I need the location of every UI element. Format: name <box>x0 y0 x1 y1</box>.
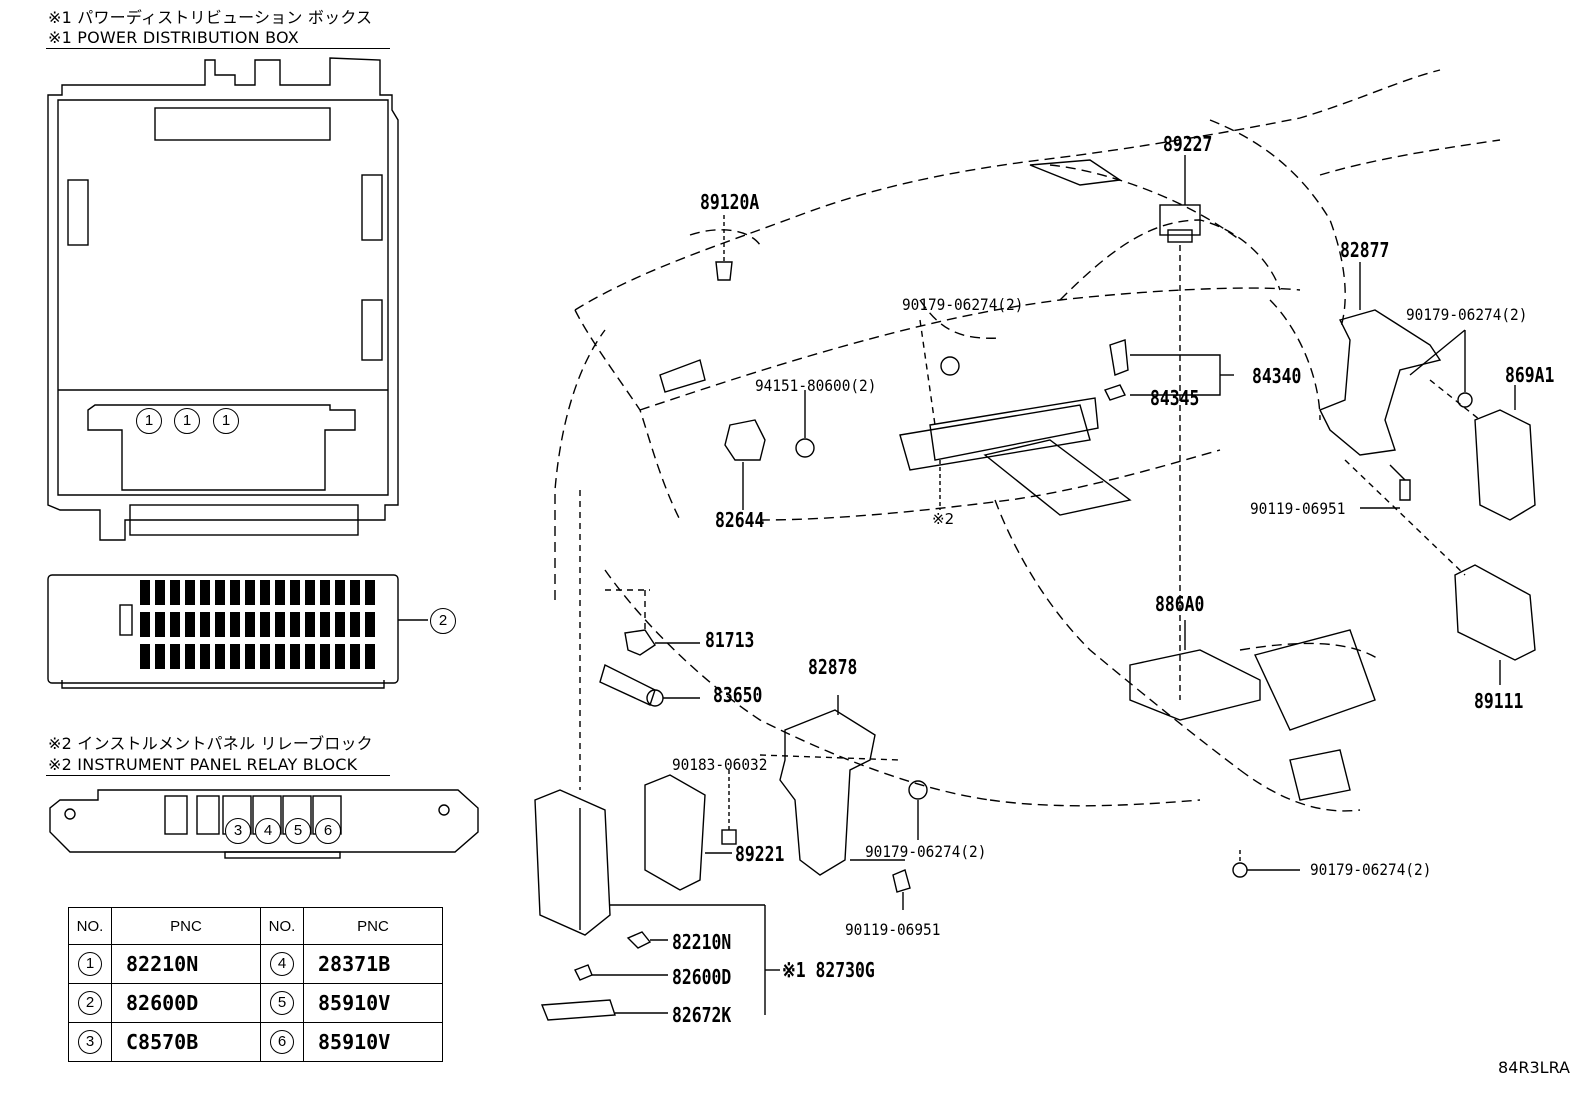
part-82600d[interactable]: 82600D <box>672 965 732 989</box>
part-82210n[interactable]: 82210N <box>672 930 732 954</box>
part-94151[interactable]: 94151-80600(2) <box>755 376 877 395</box>
table-row: 3 C8570B 6 85910V <box>68 1022 443 1062</box>
relay-marker-4: 4 <box>255 818 281 844</box>
part-90179-d[interactable]: 90179-06274(2) <box>1310 860 1432 879</box>
pnc-cell[interactable]: 82210N <box>111 944 261 984</box>
dashboard-outline <box>554 69 1501 812</box>
part-886a0[interactable]: 886A0 <box>1155 592 1205 616</box>
part-84340[interactable]: 84340 <box>1252 364 1302 388</box>
row-number-circle: 5 <box>270 991 294 1015</box>
power-distribution-box-side-drawing <box>47 574 428 689</box>
table-row: 1 82210N 4 28371B <box>68 944 443 984</box>
part-82730g[interactable]: ※1 82730G <box>782 958 875 982</box>
fuse-marker-1a: 1 <box>136 408 162 434</box>
fuse-marker-1c: 1 <box>213 408 239 434</box>
guide-lines <box>579 319 1481 790</box>
interior-features <box>659 159 1376 801</box>
part-82672k[interactable]: 82672K <box>672 1003 732 1027</box>
part-83650[interactable]: 83650 <box>713 683 763 707</box>
iprb-title-underline <box>46 775 390 776</box>
part-82878[interactable]: 82878 <box>808 655 858 679</box>
part-90119-a[interactable]: 90119-06951 <box>1250 499 1346 518</box>
part-90183[interactable]: 90183-06032 <box>672 755 768 774</box>
part-869a1[interactable]: 869A1 <box>1505 363 1555 387</box>
col-header-pnc-1: PNC <box>111 907 261 945</box>
iprb-title-jp: ※2 インストルメントパネル リレーブロック <box>48 734 373 753</box>
col-header-pnc-2: PNC <box>303 907 443 945</box>
fuse-grid <box>140 580 375 669</box>
pnc-cell[interactable]: 28371B <box>303 944 443 984</box>
fuse-marker-1b: 1 <box>174 408 200 434</box>
part-89111[interactable]: 89111 <box>1474 689 1524 713</box>
pnc-cell[interactable]: 85910V <box>303 983 443 1023</box>
part-89120a[interactable]: 89120A <box>700 190 760 214</box>
pnc-cell[interactable]: C8570B <box>111 1022 261 1062</box>
row-number-circle: 2 <box>78 991 102 1015</box>
row-number-circle: 4 <box>270 952 294 976</box>
table-row: 2 82600D 5 85910V <box>68 983 443 1023</box>
relay-marker-3: 3 <box>225 818 251 844</box>
part-82877[interactable]: 82877 <box>1340 238 1390 262</box>
part-90179-b[interactable]: 90179-06274(2) <box>1406 305 1528 324</box>
pnc-cell[interactable]: 82600D <box>111 983 261 1023</box>
pdb-title-jp: ※1 パワーディストリビューション ボックス <box>48 8 373 27</box>
col-header-no-2: NO. <box>260 907 304 945</box>
part-90179-c[interactable]: 90179-06274(2) <box>865 842 987 861</box>
pnc-cell[interactable]: 85910V <box>303 1022 443 1062</box>
pdb-title-underline <box>46 48 390 49</box>
relay-marker-6: 6 <box>315 818 341 844</box>
part-81713[interactable]: 81713 <box>705 628 755 652</box>
pnc-table-header: NO. PNC NO. PNC <box>68 907 443 945</box>
col-header-no-1: NO. <box>68 907 112 945</box>
relay-marker-5: 5 <box>285 818 311 844</box>
pnc-table: NO. PNC NO. PNC 1 82210N 4 28371B 2 8260… <box>68 907 443 1062</box>
part-90179-a[interactable]: 90179-06274(2) <box>902 295 1024 314</box>
fuse-marker-2: 2 <box>430 608 456 634</box>
illustration-code: 84R3LRA <box>1498 1058 1570 1077</box>
pdb-title-en: ※1 POWER DISTRIBUTION BOX <box>48 28 299 47</box>
row-number-circle: 6 <box>270 1030 294 1054</box>
part-89227[interactable]: 89227 <box>1163 132 1213 156</box>
component-drawings <box>534 155 1536 1021</box>
part-84345[interactable]: 84345 <box>1150 386 1200 410</box>
note-mark-2: ※2 <box>932 510 955 528</box>
iprb-title-en: ※2 INSTRUMENT PANEL RELAY BLOCK <box>48 755 358 774</box>
row-number-circle: 1 <box>78 952 102 976</box>
power-distribution-box-drawing <box>47 57 399 541</box>
part-89221[interactable]: 89221 <box>735 842 785 866</box>
part-82644[interactable]: 82644 <box>715 508 765 532</box>
row-number-circle: 3 <box>78 1030 102 1054</box>
part-90119-b[interactable]: 90119-06951 <box>845 920 941 939</box>
